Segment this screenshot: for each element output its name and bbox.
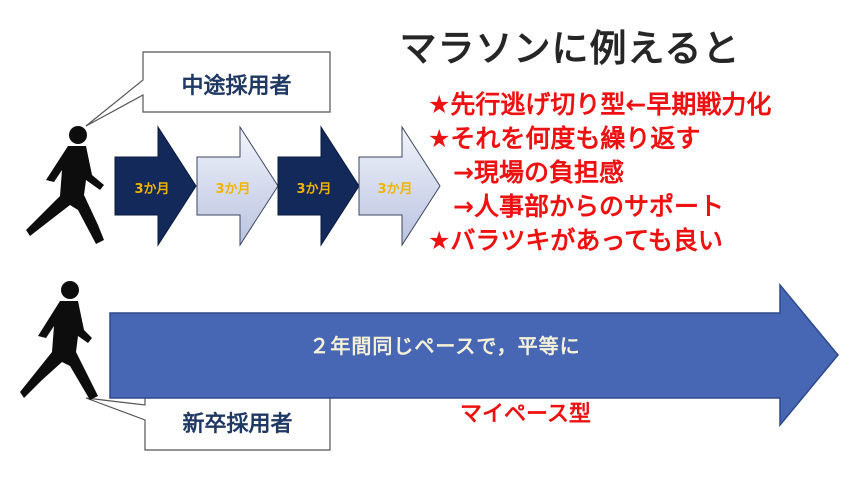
point-item: ★バラツキがあっても良い [428,226,723,255]
type-label: マイペース型 [460,402,591,427]
point-item: →人事部からのサポート [428,192,724,221]
page-title: マラソンに例えると [399,27,741,70]
mid-career-points: ★先行逃げ切り型←早期戦力化 ★それを何度も繰り返す →現場の負担感 →人事部か… [428,88,771,258]
callout-new-grad [85,389,331,451]
runner-icon [20,281,98,400]
step-arrow-3 [277,125,360,247]
step-label: 3か月 [296,182,332,197]
runner-icon [26,126,104,244]
step-arrow-2 [196,125,279,247]
step-label: 3か月 [134,182,170,197]
new-grad-label: 新卒採用者 [182,412,293,437]
big-arrow [109,282,839,428]
step-label: 3か月 [215,182,251,197]
callout-mid-career [85,51,331,127]
step-label: 3か月 [377,182,413,197]
point-item: ★先行逃げ切り型←早期戦力化 [428,90,772,119]
point-item: →現場の負担感 [428,158,624,187]
point-item: ★それを何度も繰り返す [428,124,701,153]
big-arrow-text: ２年間同じペースで，平等に [309,334,581,358]
mid-career-label: 中途採用者 [181,74,292,99]
step-arrow-1 [114,125,197,247]
step-arrow-4 [358,125,441,247]
